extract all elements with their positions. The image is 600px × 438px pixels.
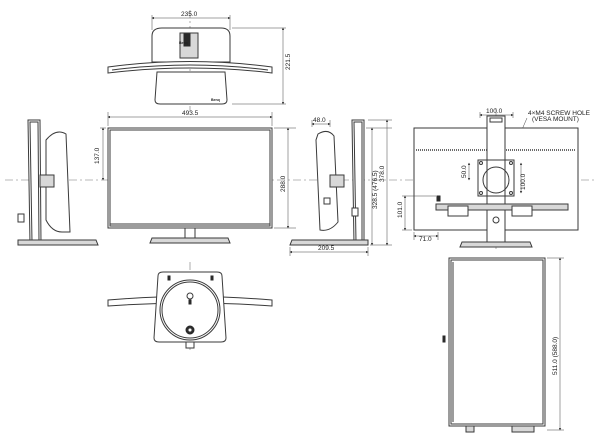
- bottom-base-circle: [159, 279, 221, 341]
- svg-text:Benq: Benq: [211, 98, 220, 102]
- callout-screw-hole-1: 4×M4 SCREW HOLE: [528, 110, 591, 117]
- dim-pivot-height: 511.0 (588.0): [552, 337, 559, 375]
- back-stand-column: [486, 115, 506, 247]
- top-base-outline: [154, 71, 228, 105]
- dim-vesa-horizontal: 100.0: [486, 108, 503, 115]
- dim-back-width: 71.0: [419, 236, 432, 243]
- dim-side-depth: 209.5: [318, 245, 335, 252]
- dim-top-width: 235.0: [181, 11, 198, 18]
- dim-front-width: 493.5: [182, 110, 199, 117]
- top-view-logo: Benq: [179, 41, 188, 45]
- dim-overall-height: 378.0: [379, 165, 386, 182]
- dim-vesa-vertical-left: 50.0: [461, 165, 468, 178]
- front-base: [149, 237, 231, 244]
- dim-bezel-offset: 137.0: [94, 147, 101, 164]
- bottom-view: [107, 262, 273, 352]
- vesa-mount-square: [477, 159, 515, 197]
- left-side-view: [17, 119, 99, 246]
- pivot-panel-outline: [448, 257, 546, 427]
- dim-top-depth: 221.5: [285, 53, 292, 70]
- dim-vesa-vertical-right: 100.0: [520, 173, 527, 190]
- dim-side-offset: 48.0: [313, 117, 326, 124]
- dim-height-range: 328.5 (476.5): [372, 170, 379, 209]
- front-view: 493.5 137.0 288.0: [94, 110, 296, 244]
- callout-screw-hole-2: (VESA MOUNT): [532, 116, 579, 123]
- dim-screen-height: 288.0: [280, 175, 287, 192]
- right-side-view: 48.0 209.5 328.5 (476.5) 378.0: [289, 117, 392, 256]
- front-screen-outline: [107, 127, 273, 229]
- pivot-view: 511.0 (588.0): [442, 257, 564, 433]
- dim-back-height: 101.0: [397, 201, 404, 218]
- top-panel-outline: [107, 61, 273, 74]
- bottom-base-outline: [153, 271, 227, 343]
- back-view: 100.0 4×M4 SCREW HOLE (VESA MOUNT) 50.0 …: [397, 108, 591, 250]
- top-view: 235.0 Benq Benq 221.5: [107, 10, 292, 112]
